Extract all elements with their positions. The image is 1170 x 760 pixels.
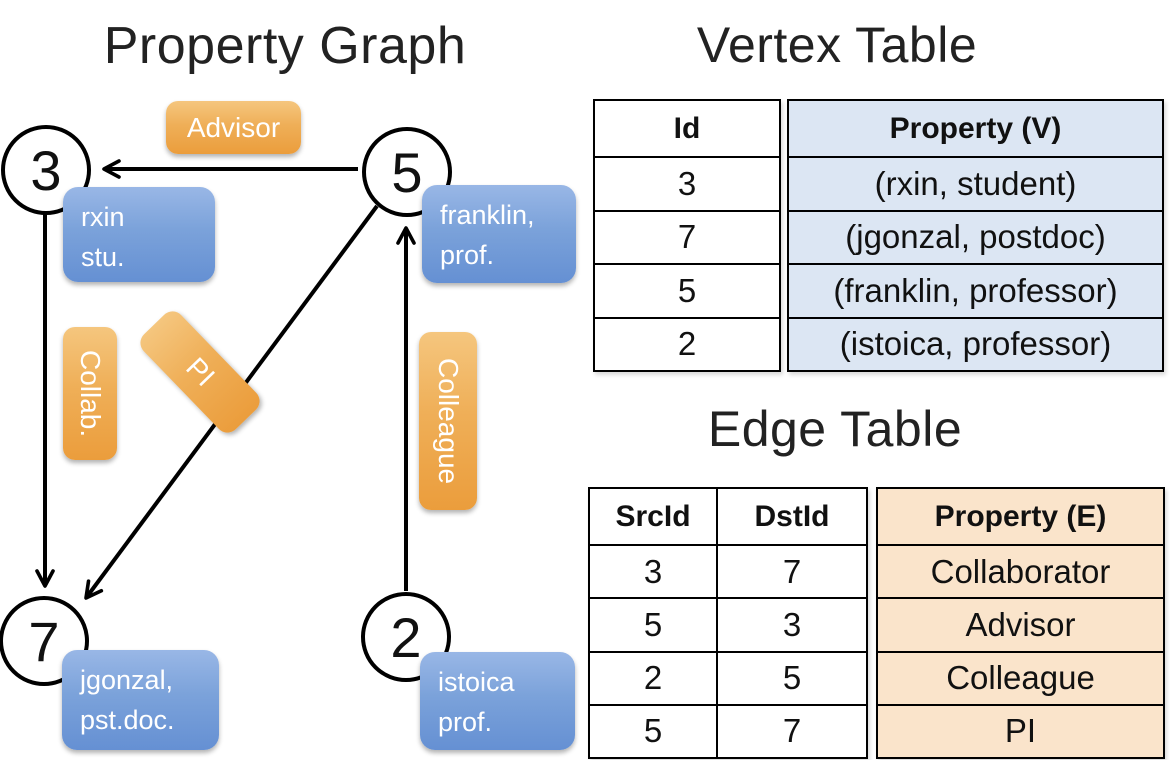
edge-property-cell: PI [878,703,1163,757]
edge-table-header-property: Property (E) [934,499,1107,533]
edge-label-advisor: Advisor [166,101,301,154]
edge-table-title: Edge Table [707,401,963,457]
edge-label-collab: Collab. [63,327,117,460]
vertex-id-cell: 5 [595,263,779,317]
vertex-property-line: rxin [81,202,125,232]
vertex-table-header-id: Id [673,111,701,145]
vertex-property-cell: (istoica, professor) [789,316,1162,371]
vertex-table-title: Vertex Table [696,17,978,73]
vertex-circle-5: 5 [362,127,452,217]
vertex-property-label-5: franklin, prof. [422,185,576,283]
vertex-property-line: prof. [440,240,495,270]
vertex-circle-3: 3 [1,125,91,215]
vertex-id-cell: 3 [595,156,779,210]
vertex-property-cell: (franklin, professor) [789,263,1162,317]
edge-srcid-cell: 5 [590,703,718,757]
edge-table-header-srcid: SrcId [590,489,718,544]
edge-label-pi: PI [135,306,265,438]
edge-property-cell: Collaborator [878,544,1163,597]
vertex-table-header-property: Property (V) [889,111,1062,145]
vertex-property-line: prof. [438,707,493,737]
vertex-property-line: stu. [81,242,125,272]
vertex-property-cell: (jgonzal, postdoc) [789,209,1162,264]
edge-property-cell: Colleague [878,650,1163,704]
edge-dstid-cell: 7 [718,544,866,597]
vertex-property-line: istoica [438,667,515,697]
edge-srcid-cell: 5 [590,597,718,651]
edge-srcid-cell: 2 [590,650,718,704]
vertex-property-line: franklin, [440,200,535,230]
vertex-id-cell: 7 [595,209,779,264]
edge-dstid-cell: 3 [718,597,866,650]
vertex-table-property-column: Property (V) (rxin, student)(jgonzal, po… [787,99,1164,372]
vertex-property-label-7: jgonzal, pst.doc. [62,650,219,750]
vertex-property-cell: (rxin, student) [789,156,1162,210]
edge-table-header-dstid: DstId [754,499,830,533]
edge-label-colleague: Colleague [419,332,477,510]
vertex-property-line: jgonzal, [80,665,174,695]
edge-srcid-cell: 3 [590,544,718,598]
edge-dstid-cell: 5 [718,650,866,704]
edge-property-cell: Advisor [878,597,1163,650]
vertex-property-line: pst.doc. [80,705,175,735]
vertex-property-label-3: rxin stu. [63,187,215,282]
property-graph-title: Property Graph [103,17,467,75]
vertex-id-cell: 2 [595,316,779,371]
edge-dstid-cell: 7 [718,703,866,757]
vertex-property-label-2: istoica prof. [420,652,575,750]
